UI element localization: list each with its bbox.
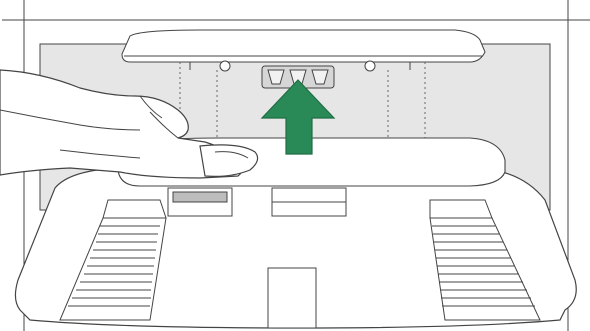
wiping-instruction-diagram [0,0,590,331]
